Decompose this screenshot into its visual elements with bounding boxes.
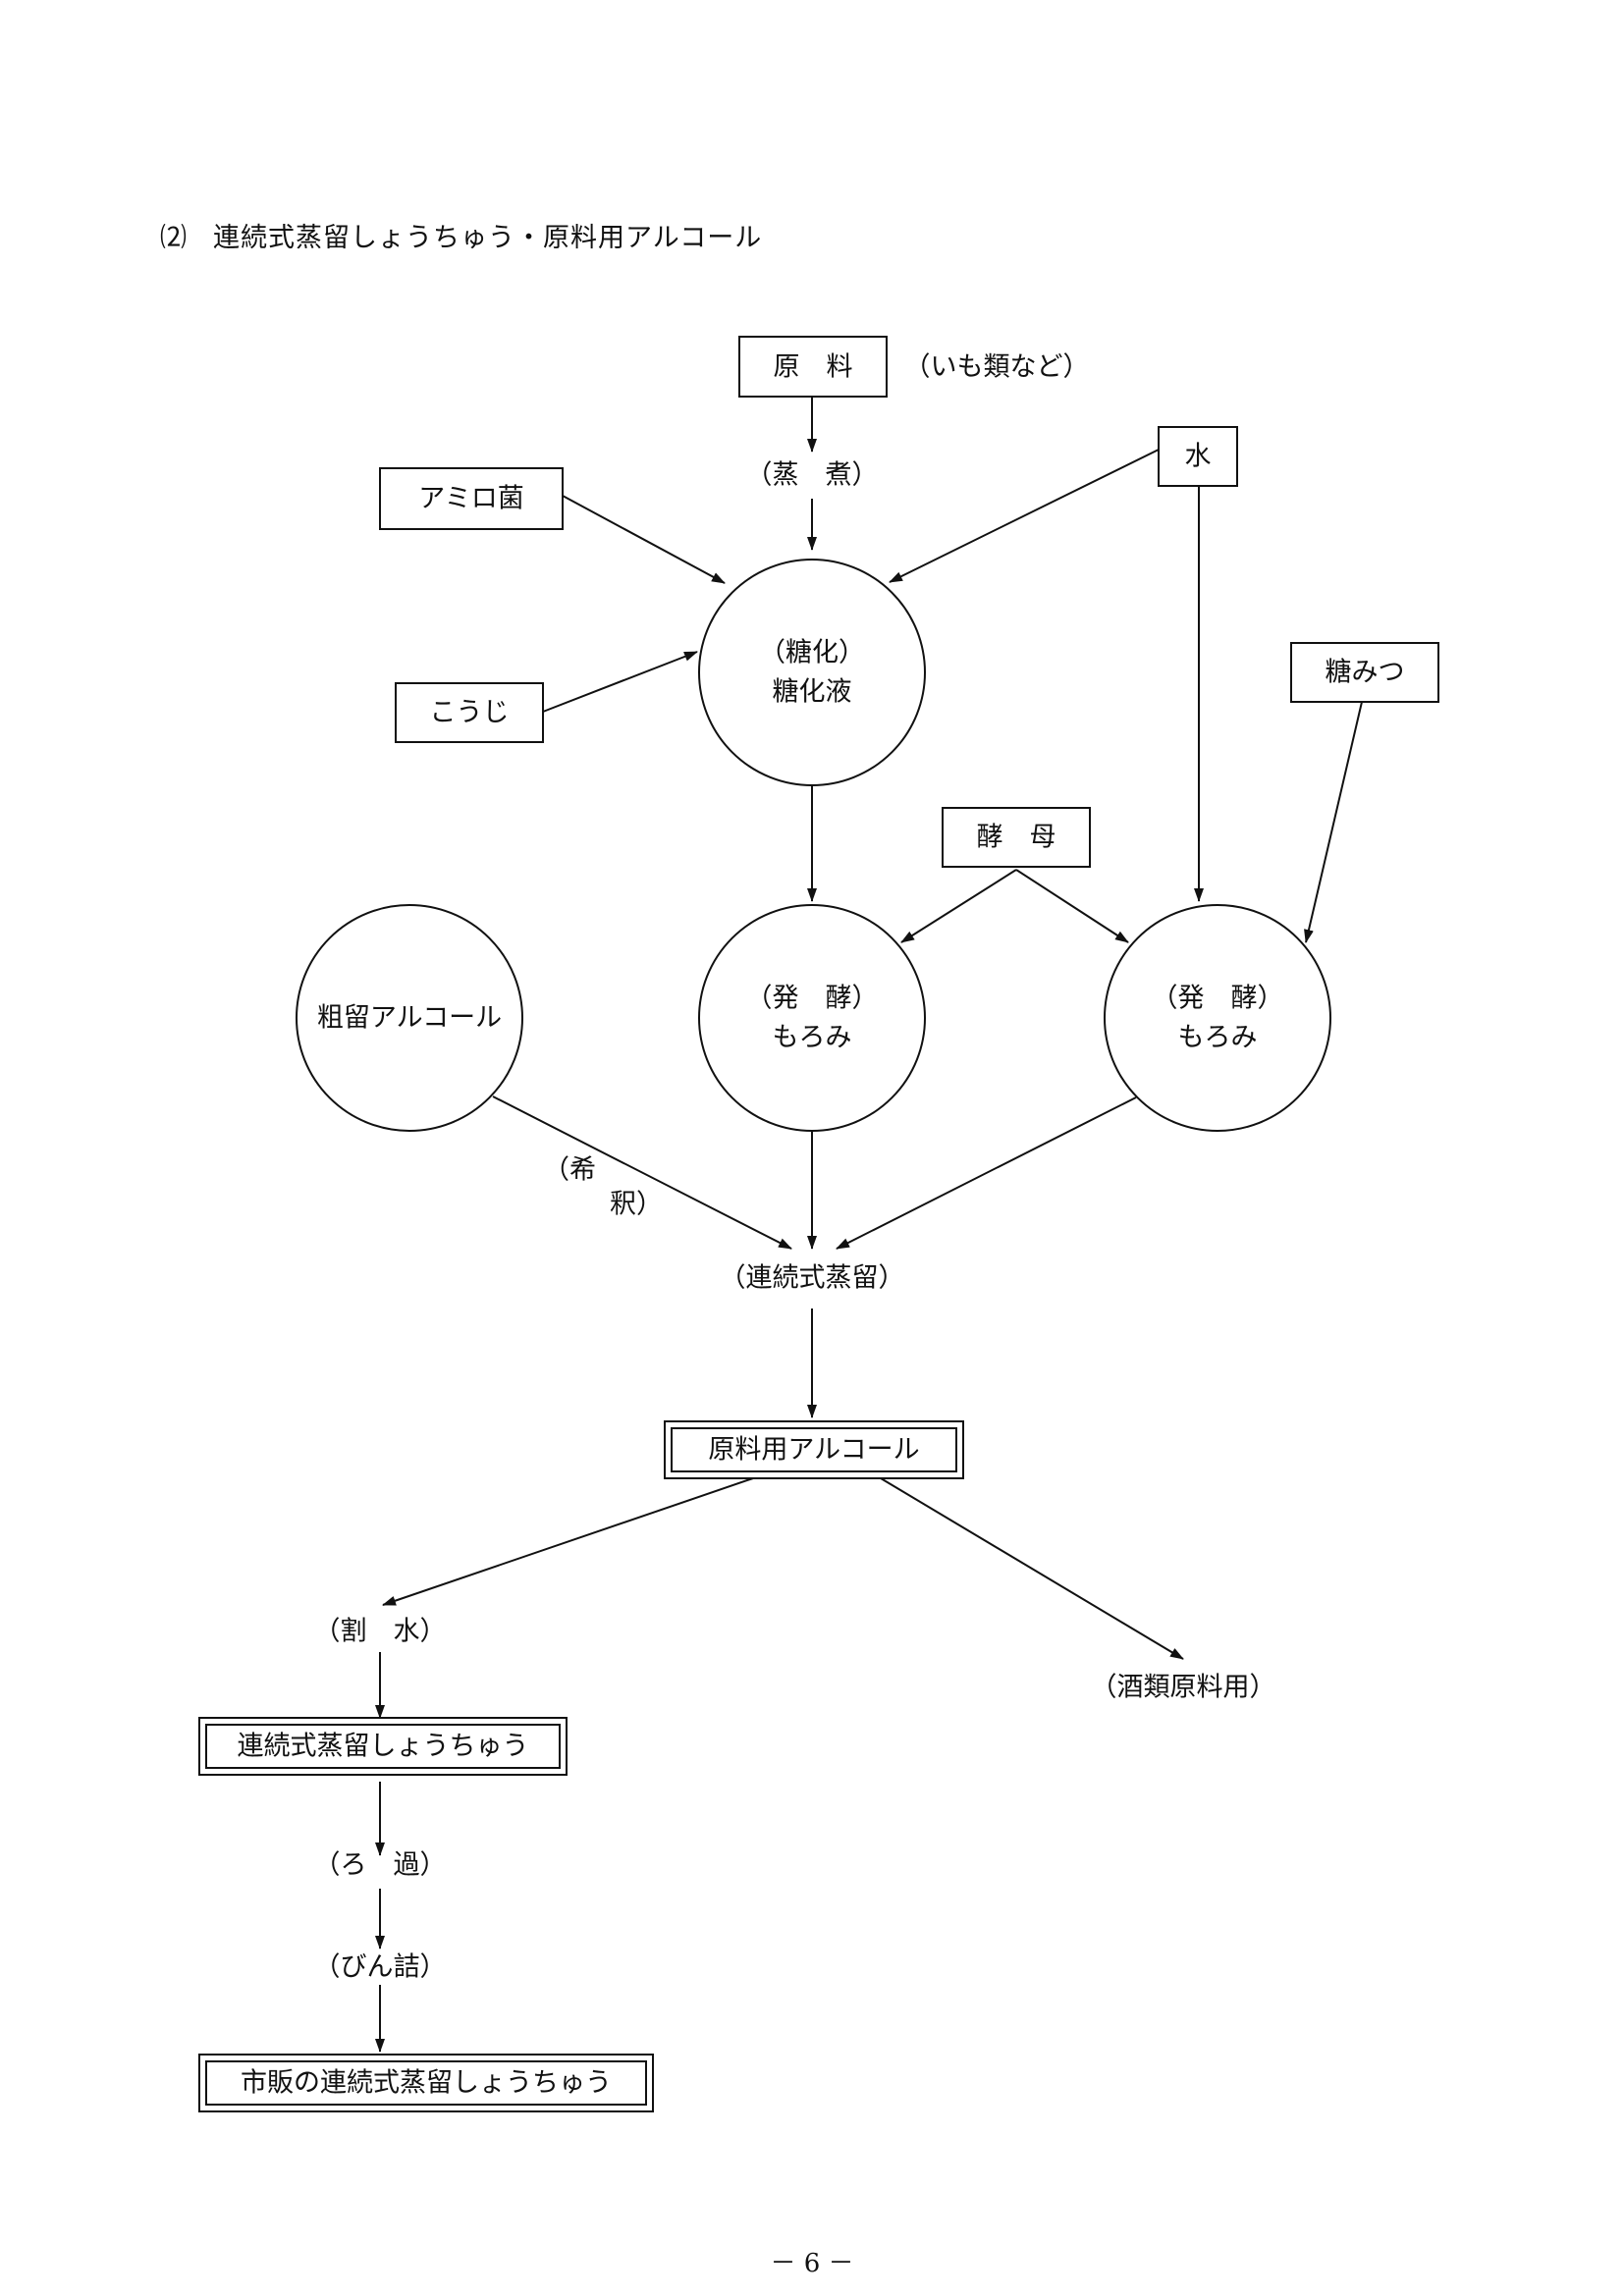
arrow-molasses-to-ferment-2: [1304, 701, 1363, 943]
molasses-box: [1290, 642, 1439, 703]
koji-box: [395, 682, 544, 743]
arrow-crude-to-distill: [492, 1095, 792, 1250]
saccharify-circle: [698, 559, 926, 786]
arrow-water-to-saccharify: [889, 449, 1160, 583]
saccharify-step-label: （糖化）: [759, 638, 865, 668]
moromi-2-label: もろみ: [1178, 1023, 1258, 1053]
koji-label: こうじ: [430, 698, 510, 728]
section-heading: ⑵ 連続式蒸留しょうちゅう・原料用アルコール: [160, 216, 762, 254]
steaming-label: （蒸 煮）: [746, 460, 879, 491]
arrow-amylo-to-saccharify: [562, 495, 726, 584]
moromi-1-label: もろみ: [773, 1023, 852, 1053]
dilute-label-bottom: 釈）: [610, 1190, 663, 1220]
crude-alcohol-label: 粗留アルコール: [317, 1003, 502, 1034]
dilute-label-top: （希: [543, 1155, 596, 1186]
ferment-circle-1: [698, 904, 926, 1132]
page-number: － 6 －: [770, 2249, 854, 2278]
raw-alcohol-label: 原料用アルコール: [708, 1435, 919, 1466]
ferment-circle-2: [1104, 904, 1331, 1132]
crude-alcohol-circle: [296, 904, 523, 1132]
liquor-raw-label: （酒類原料用）: [1091, 1673, 1276, 1703]
flow-arrows: [375, 397, 1363, 2053]
arrow-koji-to-saccharify: [542, 651, 698, 713]
raw-material-note: （いも類など）: [904, 352, 1090, 383]
shochu-label: 連続式蒸留しょうちゅう: [238, 1732, 529, 1762]
water-label: 水: [1185, 442, 1212, 472]
yeast-box: [942, 807, 1091, 868]
section-number: ⑵: [160, 223, 188, 253]
bottling-label: （びん詰）: [314, 1952, 447, 1983]
yeast-label: 酵 母: [977, 823, 1056, 853]
filtration-label: （ろ 過）: [314, 1850, 447, 1881]
arrow-raw-alcohol-to-liquor-raw: [880, 1477, 1184, 1660]
arrow-yeast-to-ferment-1: [900, 869, 1017, 943]
saccharified-liquid-label: 糖化液: [773, 677, 852, 708]
retail-shochu-label: 市販の連続式蒸留しょうちゅう: [241, 2068, 612, 2099]
arrow-raw-alcohol-to-water-add: [382, 1477, 754, 1606]
raw-material-box: [738, 336, 888, 398]
water-box: [1158, 426, 1238, 487]
ferment-step-2-label: （発 酵）: [1152, 984, 1284, 1014]
arrow-ferment-2-to-distill: [836, 1096, 1137, 1250]
water-add-label: （割 水）: [314, 1617, 447, 1647]
section-title: 連続式蒸留しょうちゅう・原料用アルコール: [213, 223, 763, 253]
arrow-yeast-to-ferment-2: [1015, 869, 1129, 943]
continuous-distill-label: （連続式蒸留）: [720, 1263, 905, 1294]
ferment-step-1-label: （発 酵）: [746, 984, 879, 1014]
amylo-label: アミロ菌: [418, 484, 523, 514]
raw-material-label: 原 料: [774, 352, 853, 383]
amylo-box: [379, 467, 564, 530]
molasses-label: 糖みつ: [1326, 658, 1405, 688]
